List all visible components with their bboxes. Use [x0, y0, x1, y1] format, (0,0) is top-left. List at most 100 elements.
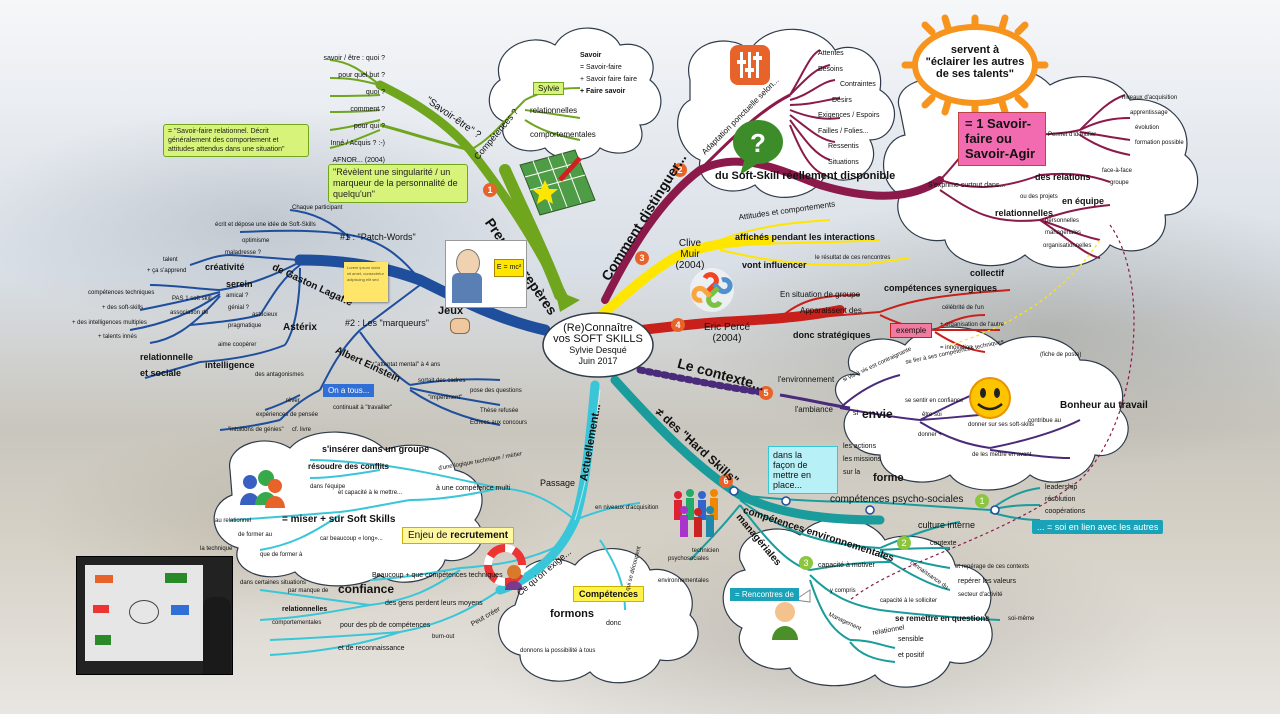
- leaf-purple-0: l'environnement: [778, 375, 835, 384]
- leaf-blue-4: maladresse ?: [225, 250, 262, 256]
- leaf-purple-11: si: [853, 410, 859, 417]
- label-strategiques: donc stratégiques: [793, 330, 871, 340]
- leaf-blue-18: intelligence: [205, 360, 255, 370]
- leaf-blue-8: compétences techniques: [88, 290, 155, 296]
- leaf-green-5: Inné / Acquis ? :-): [330, 140, 385, 147]
- label-passage: Passage: [540, 478, 576, 488]
- leaf-cloud-2: + Savoir faire faire: [580, 76, 637, 83]
- leaf-purple-6: être soi: [922, 412, 942, 418]
- leaf-green-3: comment ?: [350, 106, 385, 113]
- branch-teal-main: [610, 375, 885, 525]
- leaf-cyan-5: à une compétence multi: [436, 485, 511, 492]
- leaf-cyan-14: des gens perdent leurs moyens: [385, 600, 483, 607]
- leaf-blue-15: aime coopérer: [218, 342, 257, 348]
- leaf-right-6: groupe: [1110, 180, 1129, 186]
- leaf-right-1: niveaux d'acquisition: [1122, 95, 1178, 101]
- leaf-blue-19: optimisme: [242, 238, 270, 244]
- leaf-maroon-7: Situations: [828, 158, 859, 166]
- leaf-cyan-17: pour des pb de compétences: [340, 622, 431, 629]
- badge-number-1: 1: [487, 185, 492, 195]
- savoir-faire-callout: = 1 Savoir- faire ou Savoir-Agir: [958, 112, 1046, 166]
- link-dotted-yellow: [949, 239, 1101, 346]
- leaf-cyan-21: en niveaux d'acquisition: [595, 505, 659, 511]
- leaf-teal-16: se remettre en questions: [895, 614, 990, 623]
- leaf-teal-14: capacité à motiver: [818, 562, 875, 569]
- leaf-teal-2: sur la: [843, 469, 861, 476]
- green-leaves: savoir / être : quoi ? pour quel but ? q…: [305, 50, 385, 169]
- video-screen-center: [129, 600, 159, 624]
- leaf-cyan-24: donnons la possibilité à tous: [520, 648, 596, 654]
- leaf-cyan-8: car beaucoup « long»...: [320, 536, 383, 542]
- question-bubble-icon: ?: [733, 120, 783, 175]
- revelent-callout: "Révèlent une singularité / un marqueur …: [328, 164, 468, 203]
- leaf-blue-32: "intuitions de génies": [228, 427, 284, 433]
- leaf-purple-4: (fiche de poste): [1040, 352, 1082, 358]
- leaf-purple-8: donner sur ses soft-skills: [968, 422, 1035, 428]
- leaf-maroon-2: Contraintes: [840, 81, 876, 88]
- teal-leaves-lines: [689, 487, 1041, 663]
- center-title-2: vos SOFT SKILLS: [553, 333, 643, 345]
- leaf-blue-21: Chaque participant: [292, 205, 343, 211]
- leaf-right-2: apprentissage: [1130, 110, 1168, 116]
- yellow-leaves-lines: [719, 219, 911, 267]
- competences-callout: Compétences: [573, 586, 645, 602]
- video-thumbnail[interactable]: [76, 556, 233, 675]
- leaf-cloud-5: comportementales: [530, 130, 596, 139]
- video-screen-box-1: [95, 575, 113, 583]
- label-psycho: compétences psycho-sociales: [830, 494, 964, 505]
- leaf-teal-20: sensible: [898, 636, 924, 643]
- branch-yellow-main: [593, 235, 775, 323]
- leaf-maroon-1: Besoins: [818, 65, 843, 73]
- leaf-blue-33: cf. livre: [292, 427, 312, 433]
- label-collectif: collectif: [970, 268, 1005, 278]
- definition-callout: = "Savoir-faire relationnel. Décrit géné…: [163, 124, 309, 157]
- leaf-blue-12: + talents innés: [98, 334, 137, 340]
- leaf-cyan-11: Beaucoup + que compétences techniques: [372, 572, 503, 579]
- svg-text:?: ?: [750, 128, 766, 158]
- label-confiance: confiance: [338, 582, 395, 596]
- video-screen: [85, 565, 203, 661]
- einstein-body-icon: [452, 273, 482, 303]
- speaker-avatar-icon: [772, 589, 811, 640]
- red-leaves-lines: [779, 289, 1011, 353]
- cloud-bottom-center: [498, 547, 699, 684]
- leaf-green-1: pour quel but ?: [338, 72, 385, 79]
- leaf-blue-28: Echecs aux concours: [470, 420, 528, 426]
- leaf-teal-10: et repérage de ces contexts: [955, 564, 1030, 570]
- exemple-callout: exemple: [890, 323, 933, 338]
- leaf-teal-6: technicien: [692, 548, 720, 554]
- leaf-red-2: célébrité de l'un: [942, 305, 984, 311]
- users-icon: [240, 470, 285, 508]
- leaf-cyan-12: dans certaines situations: [240, 580, 307, 586]
- label-eric: Eric Percé (2004): [703, 322, 751, 344]
- label-jeux: Jeux: [438, 305, 464, 317]
- hard-number-1: 1: [979, 496, 984, 506]
- leaf-blue-29: rêver: [286, 398, 300, 404]
- einstein-figure: E = mc²: [445, 240, 527, 308]
- leaf-blue-27: Thèse refusée: [480, 408, 519, 414]
- cloud-top-center: [488, 27, 662, 161]
- leaf-purple-10: de les mettre en avant: [972, 452, 1032, 458]
- leaf-teal-17: soi-même: [1008, 616, 1035, 622]
- leaf-blue-9: association de: [170, 310, 209, 316]
- leaf-right-9: managériales: [1045, 230, 1082, 236]
- leaf-blue-26: "Impertinent": [428, 395, 463, 401]
- leaf-right-5: face-à-face: [1102, 168, 1133, 174]
- label-asterix: Astérix: [283, 322, 317, 333]
- leaf-blue-6: génial ?: [228, 305, 250, 311]
- label-forme: forme: [873, 472, 904, 484]
- sticky-note: Lorem ipsum dolor sit amet, consectetur …: [344, 262, 388, 302]
- leaf-cloud-1: = Savoir-faire: [580, 64, 622, 71]
- leaf-blue-24: sortait des cadres: [418, 378, 466, 384]
- leaf-cyan-3: dans l'équipe: [310, 484, 346, 490]
- leaf-blue-10: + des soft-skills: [102, 305, 144, 311]
- leaf-blue-1: serein: [226, 279, 253, 289]
- hard-number-3: 3: [803, 558, 808, 568]
- center-author: Sylvie Desqué: [569, 345, 627, 355]
- leaf-blue-5: amical ?: [226, 293, 249, 299]
- leaf-teal-9: contexte: [930, 540, 957, 547]
- branch-purple-main: [779, 393, 851, 410]
- label-relationnelles: relationnelles: [995, 208, 1054, 218]
- facon-callout: dans la façon de mettre en place...: [768, 446, 838, 494]
- badge-number-5: 5: [763, 388, 768, 398]
